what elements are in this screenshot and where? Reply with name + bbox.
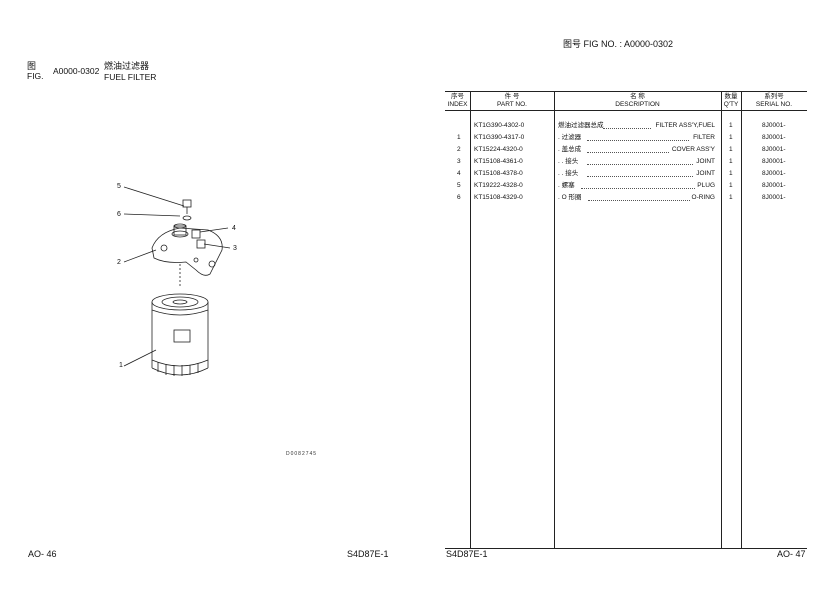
callout-4: 4 [232,225,236,232]
row-desc-cn: . 螺塞 [558,182,575,189]
table-top-border [445,91,807,92]
header-serial-en: SERIAL NO. [755,101,793,108]
row-desc-en: JOINT [696,158,715,165]
header-index-en: INDEX [447,101,468,108]
row-index: 2 [457,146,461,153]
row-qty: 1 [729,146,733,153]
header-index-cn: 序号 [451,93,464,100]
column-divider [470,91,471,548]
row-qty: 1 [729,182,733,189]
row-part-no: KT15108-4361-0 [474,158,523,165]
row-desc-cn: . 过滤器 [558,134,582,141]
row-desc-en: O-RING [691,194,715,201]
callout-3: 3 [233,245,237,252]
leader-dots [587,164,693,165]
row-qty: 1 [729,122,733,129]
row-desc-en: FILTER [693,134,715,141]
row-qty: 1 [729,170,733,177]
column-divider [554,91,555,548]
row-index: 3 [457,158,461,165]
row-serial: 8J0001- [762,134,786,141]
callout-1: 1 [119,362,123,369]
row-desc-cn: . . 接头 [558,158,579,165]
header-desc-en: DESCRIPTION [615,101,660,108]
row-desc-en: JOINT [696,170,715,177]
row-index: 1 [457,134,461,141]
row-desc-cn: . 盖总成 [558,146,582,153]
row-serial: 8J0001- [762,122,786,129]
row-desc-cn: 燃油过滤器总成 [558,122,604,129]
row-desc-en: PLUG [697,182,715,189]
drawing-code: D0082745 [286,451,318,457]
header-serial-cn: 系列号 [764,93,784,100]
row-part-no: KT1G390-4302-0 [474,122,525,129]
leader-dots [581,188,695,189]
row-part-no: KT15108-4329-0 [474,194,523,201]
fig-en-label: FIG. [27,71,44,81]
left-model-code: S4D87E-1 [347,549,389,559]
callout-6: 6 [117,211,121,218]
header-part-en: PART NO. [497,101,527,108]
leader-dots [587,140,689,141]
row-index: 5 [457,182,461,189]
leader-dots [603,128,651,129]
callout-2: 2 [117,259,121,266]
fig-name-en: FUEL FILTER [104,72,157,82]
fuel-filter-exploded-drawing [123,186,231,376]
row-part-no: KT15224-4320-0 [474,146,523,153]
header-part-cn: 件 号 [504,93,520,100]
column-divider [741,91,742,548]
row-serial: 8J0001- [762,194,786,201]
row-desc-cn: . O 形圈 [558,194,582,201]
leader-dots [587,176,693,177]
row-qty: 1 [729,158,733,165]
row-qty: 1 [729,194,733,201]
row-part-no: KT15108-4378-0 [474,170,523,177]
row-desc-en: COVER ASS'Y [671,146,715,153]
row-part-no: KT1G390-4317-0 [474,134,525,141]
row-serial: 8J0001- [762,170,786,177]
leader-dots [588,200,690,201]
right-page-number: AO- 47 [777,549,806,559]
callout-5: 5 [117,183,121,190]
row-desc-en: FILTER ASS'Y,FUEL [655,122,715,129]
row-index: 6 [457,194,461,201]
header-divider [445,110,807,111]
leader-dots [587,152,669,153]
row-part-no: KT19222-4328-0 [474,182,523,189]
header-desc-cn: 名 称 [630,93,645,100]
right-fig-number: 图号 FIG NO. : A0000-0302 [563,39,674,49]
row-serial: 8J0001- [762,158,786,165]
row-serial: 8J0001- [762,182,786,189]
fig-number: A0000-0302 [53,66,100,76]
header-qty-cn: 数量 [724,93,738,100]
table-bottom-border [445,548,807,549]
fig-name-cn: 燃油过滤器 [104,61,150,71]
left-page-number: AO- 46 [28,549,57,559]
right-model-code: S4D87E-1 [446,549,488,559]
row-serial: 8J0001- [762,146,786,153]
row-qty: 1 [729,134,733,141]
parts-table: 序号 INDEX 件 号 PART NO. 名 称 DESCRIPTION 数量… [445,91,807,549]
row-desc-cn: . . 接头 [558,170,579,177]
column-divider [721,91,722,548]
row-index: 4 [457,170,461,177]
fig-cn-label: 图 [27,61,37,71]
header-qty-en: Q'TY [723,101,739,108]
